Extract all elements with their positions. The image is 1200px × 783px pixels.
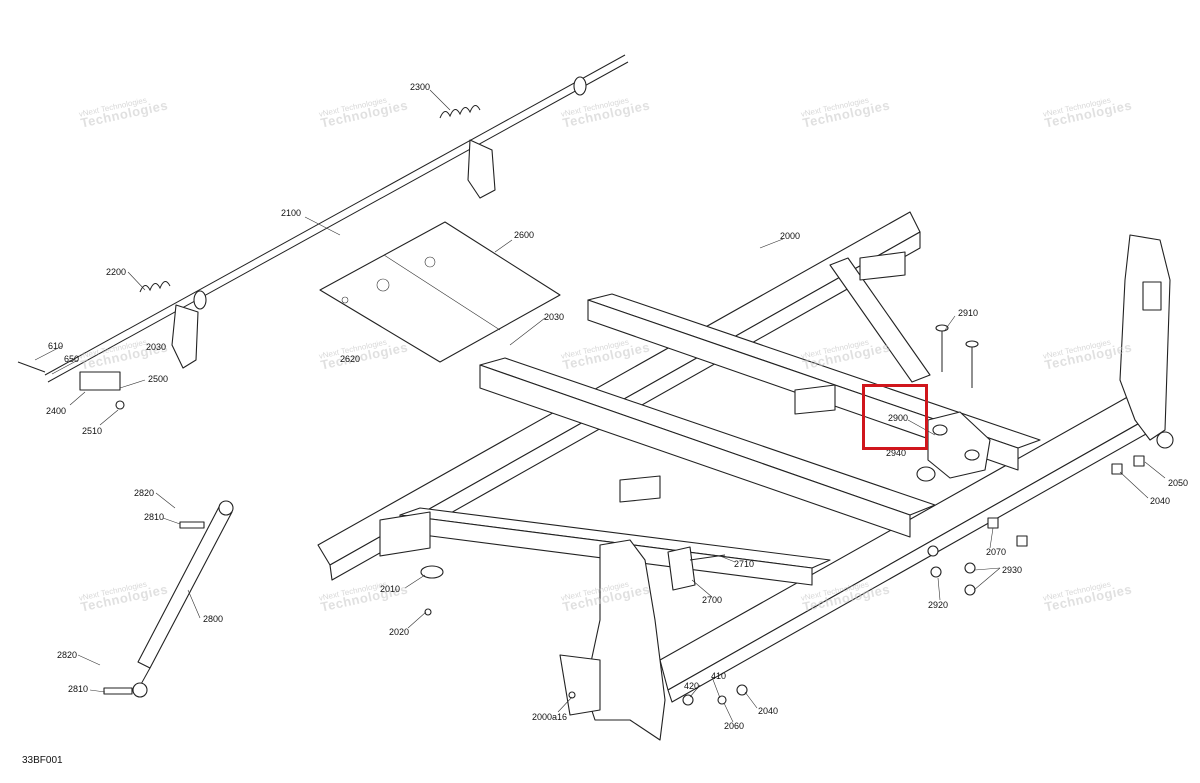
callout-2020[interactable]: 2020 [389, 627, 410, 637]
callout-2920[interactable]: 2920 [928, 600, 949, 610]
callout-2040[interactable]: 2040 [758, 706, 779, 716]
callout-2910[interactable]: 2910 [958, 308, 979, 318]
callout-2600[interactable]: 2600 [514, 230, 535, 240]
strut-2800 [103, 500, 234, 698]
callout-2010[interactable]: 2010 [380, 584, 401, 594]
spring-2200 [139, 281, 171, 293]
callout-420[interactable]: 420 [684, 681, 700, 691]
callout-2510[interactable]: 2510 [82, 426, 103, 436]
callout-2820[interactable]: 2820 [57, 650, 78, 660]
bracket-2000a16 [559, 539, 666, 741]
callout-2620[interactable]: 2620 [340, 354, 361, 364]
callout-2030[interactable]: 2030 [544, 312, 565, 322]
callout-2000a16[interactable]: 2000a16 [532, 712, 568, 722]
pivot-bracket-2900 [916, 411, 991, 482]
callout-2200[interactable]: 2200 [106, 267, 127, 277]
callout-610[interactable]: 610 [48, 341, 64, 351]
callout-2060[interactable]: 2060 [724, 721, 745, 731]
highlight-box [862, 384, 928, 450]
bolts-2910 [935, 324, 979, 388]
plate-2600 [319, 221, 561, 363]
callout-2900[interactable]: 2900 [888, 413, 909, 423]
callout-650[interactable]: 650 [64, 354, 80, 364]
callout-2070[interactable]: 2070 [986, 547, 1007, 557]
callout-2800[interactable]: 2800 [203, 614, 224, 624]
bracket-2700 [667, 546, 696, 591]
callout-2030[interactable]: 2030 [146, 342, 167, 352]
callout-2820[interactable]: 2820 [134, 488, 155, 498]
callout-2710[interactable]: 2710 [734, 559, 755, 569]
shaft-2100 [44, 54, 629, 383]
callout-2940[interactable]: 2940 [886, 448, 907, 458]
callout-2930[interactable]: 2930 [1002, 565, 1023, 575]
callout-2300[interactable]: 2300 [410, 82, 431, 92]
callout-2000[interactable]: 2000 [780, 231, 801, 241]
callout-2500[interactable]: 2500 [148, 374, 169, 384]
spring-2300 [439, 105, 481, 119]
callout-410[interactable]: 410 [711, 671, 727, 681]
callout-2810[interactable]: 2810 [68, 684, 89, 694]
callout-2040[interactable]: 2040 [1150, 496, 1171, 506]
callout-2810[interactable]: 2810 [144, 512, 165, 522]
side-bracket-2050 [1119, 234, 1174, 449]
callout-2050[interactable]: 2050 [1168, 478, 1189, 488]
callout-2400[interactable]: 2400 [46, 406, 67, 416]
leader-lines [34, 89, 1166, 723]
callout-2700[interactable]: 2700 [702, 595, 723, 605]
figure-code: 33BF001 [22, 755, 63, 766]
bumper-2010 [420, 565, 444, 579]
callout-2100[interactable]: 2100 [281, 208, 302, 218]
